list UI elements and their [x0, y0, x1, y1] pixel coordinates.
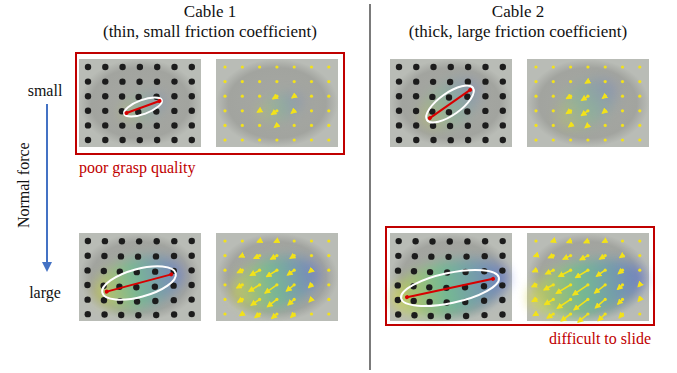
displacement-image — [527, 59, 649, 147]
column-subtitle: (thin, small friction coefficient) — [103, 22, 317, 42]
displacement-image — [216, 233, 338, 321]
axis-label: large — [29, 284, 61, 302]
tactile-image — [79, 59, 201, 147]
divider-line — [369, 4, 370, 370]
tactile-image — [390, 59, 512, 147]
tactile-image — [79, 233, 201, 321]
highlight-box: poor grasp quality — [75, 52, 345, 155]
force-arrow — [46, 104, 48, 270]
displacement-image — [523, 233, 652, 327]
axis-title: Normal force — [15, 142, 33, 228]
box-caption: poor grasp quality — [79, 159, 195, 177]
axis-label: small — [28, 82, 63, 100]
column-subtitle: (thick, large friction coefficient) — [409, 22, 627, 42]
tactile-image — [386, 233, 515, 327]
highlight-box: difficult to slide — [385, 226, 655, 326]
box-caption: difficult to slide — [549, 330, 651, 348]
column-title: Cable 2 — [492, 2, 544, 22]
column-title: Cable 1 — [184, 2, 236, 22]
displacement-image — [216, 59, 338, 147]
